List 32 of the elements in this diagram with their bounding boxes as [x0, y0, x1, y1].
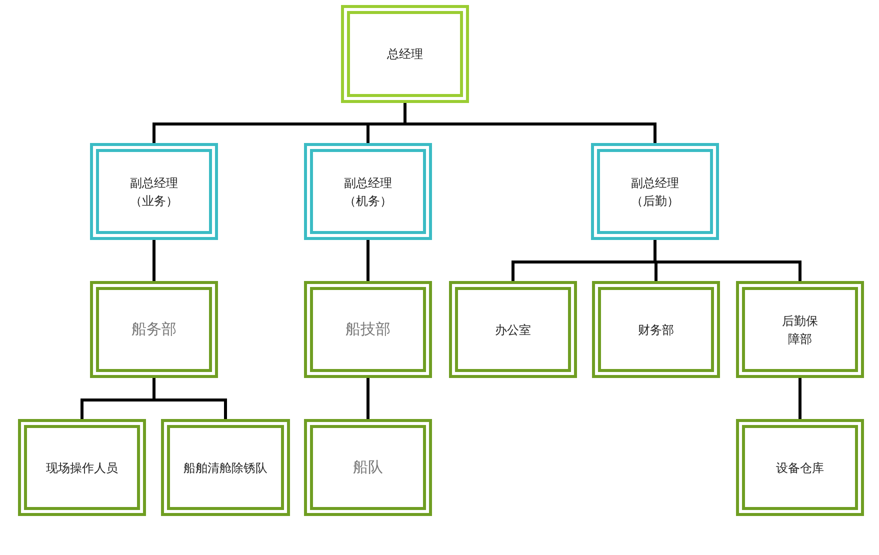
- org-box: [304, 143, 432, 240]
- org-box: [18, 419, 146, 516]
- org-box: [449, 281, 577, 378]
- node-label: 副总经理（业务）: [130, 174, 178, 210]
- node-label: 后勤保障部: [782, 312, 818, 348]
- node-label: 船舶清舱除锈队: [184, 460, 268, 476]
- org-box: [304, 419, 432, 516]
- node-label: 船队: [353, 457, 383, 478]
- node-label: 船务部: [132, 319, 176, 340]
- org-box: [736, 281, 864, 378]
- node-label: 设备仓库: [776, 460, 824, 476]
- node-label: 现场操作人员: [46, 460, 118, 476]
- org-box: [592, 281, 720, 378]
- connector-line: [798, 378, 802, 419]
- node-label: 办公室: [495, 322, 531, 338]
- connector-line: [366, 240, 370, 281]
- node-label: 副总经理（机务）: [344, 174, 392, 210]
- org-box: [591, 143, 719, 240]
- connector-line: [366, 378, 370, 419]
- org-box: [736, 419, 864, 516]
- node-label: 财务部: [638, 322, 674, 338]
- node-label: 船技部: [346, 319, 390, 340]
- org-box: [161, 419, 290, 516]
- org-box: [90, 281, 218, 378]
- connector-line: [152, 378, 227, 419]
- node-label: 副总经理（后勤）: [631, 174, 679, 210]
- connector-line: [404, 103, 656, 143]
- org-box: [341, 5, 469, 103]
- connector-line: [152, 240, 156, 281]
- org-box: [90, 143, 218, 240]
- node-label: 总经理: [387, 46, 423, 63]
- org-box: [304, 281, 432, 378]
